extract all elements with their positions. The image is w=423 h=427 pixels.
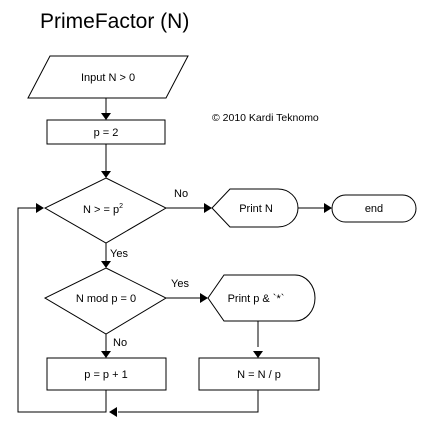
decision-n-ge-p-squared-text: N > = p bbox=[83, 204, 119, 216]
arrowhead-printn bbox=[204, 203, 212, 213]
init-p-node-label: p = 2 bbox=[94, 127, 119, 139]
arrowhead-loop-left bbox=[36, 203, 44, 213]
decision-n-ge-p-squared-label: N > = p2 bbox=[83, 203, 123, 216]
arrowhead-increment bbox=[101, 351, 111, 358]
arrowhead-divide bbox=[253, 351, 263, 358]
end-node-label: end bbox=[365, 203, 383, 215]
decision-n-mod-p bbox=[43, 267, 168, 335]
print-n-node-label: Print N bbox=[239, 203, 273, 215]
arrowhead-end bbox=[324, 203, 332, 213]
arrowhead-loop-join bbox=[109, 407, 117, 417]
arrowhead-printp bbox=[200, 293, 208, 303]
decision-n-ge-p-squared bbox=[43, 177, 168, 244]
print-n-node bbox=[211, 188, 299, 228]
end-node bbox=[331, 194, 417, 223]
print-p-node-label: Print p & `*` bbox=[228, 293, 285, 305]
divide-n-node bbox=[198, 357, 320, 391]
increment-p-node bbox=[46, 357, 167, 391]
edge-label-mod-no: No bbox=[113, 337, 127, 349]
page-title: PrimeFactor (N) bbox=[40, 10, 189, 33]
edge-label-mod-yes: Yes bbox=[171, 278, 189, 290]
increment-p-node-label: p = p + 1 bbox=[84, 369, 127, 381]
edge-label-square-no: No bbox=[174, 188, 188, 200]
decision-n-mod-p-label: N mod p = 0 bbox=[76, 293, 136, 305]
edge-label-square-yes: Yes bbox=[110, 248, 128, 260]
edge-increment-loop-back bbox=[17, 207, 107, 413]
input-node-label: Input N > 0 bbox=[81, 72, 135, 84]
arrowhead-cond bbox=[101, 171, 111, 178]
input-node bbox=[27, 55, 189, 99]
decision-n-ge-p-squared-exponent: 2 bbox=[119, 203, 123, 210]
arrowhead-init bbox=[101, 113, 111, 120]
copyright-note: © 2010 Kardi Teknomo bbox=[212, 112, 319, 124]
init-p-node bbox=[46, 119, 166, 145]
edge-divide-loop-back bbox=[118, 390, 259, 413]
divide-n-node-label: N = N / p bbox=[237, 369, 281, 381]
arrowhead-mod bbox=[101, 261, 111, 268]
print-p-node bbox=[207, 274, 316, 322]
